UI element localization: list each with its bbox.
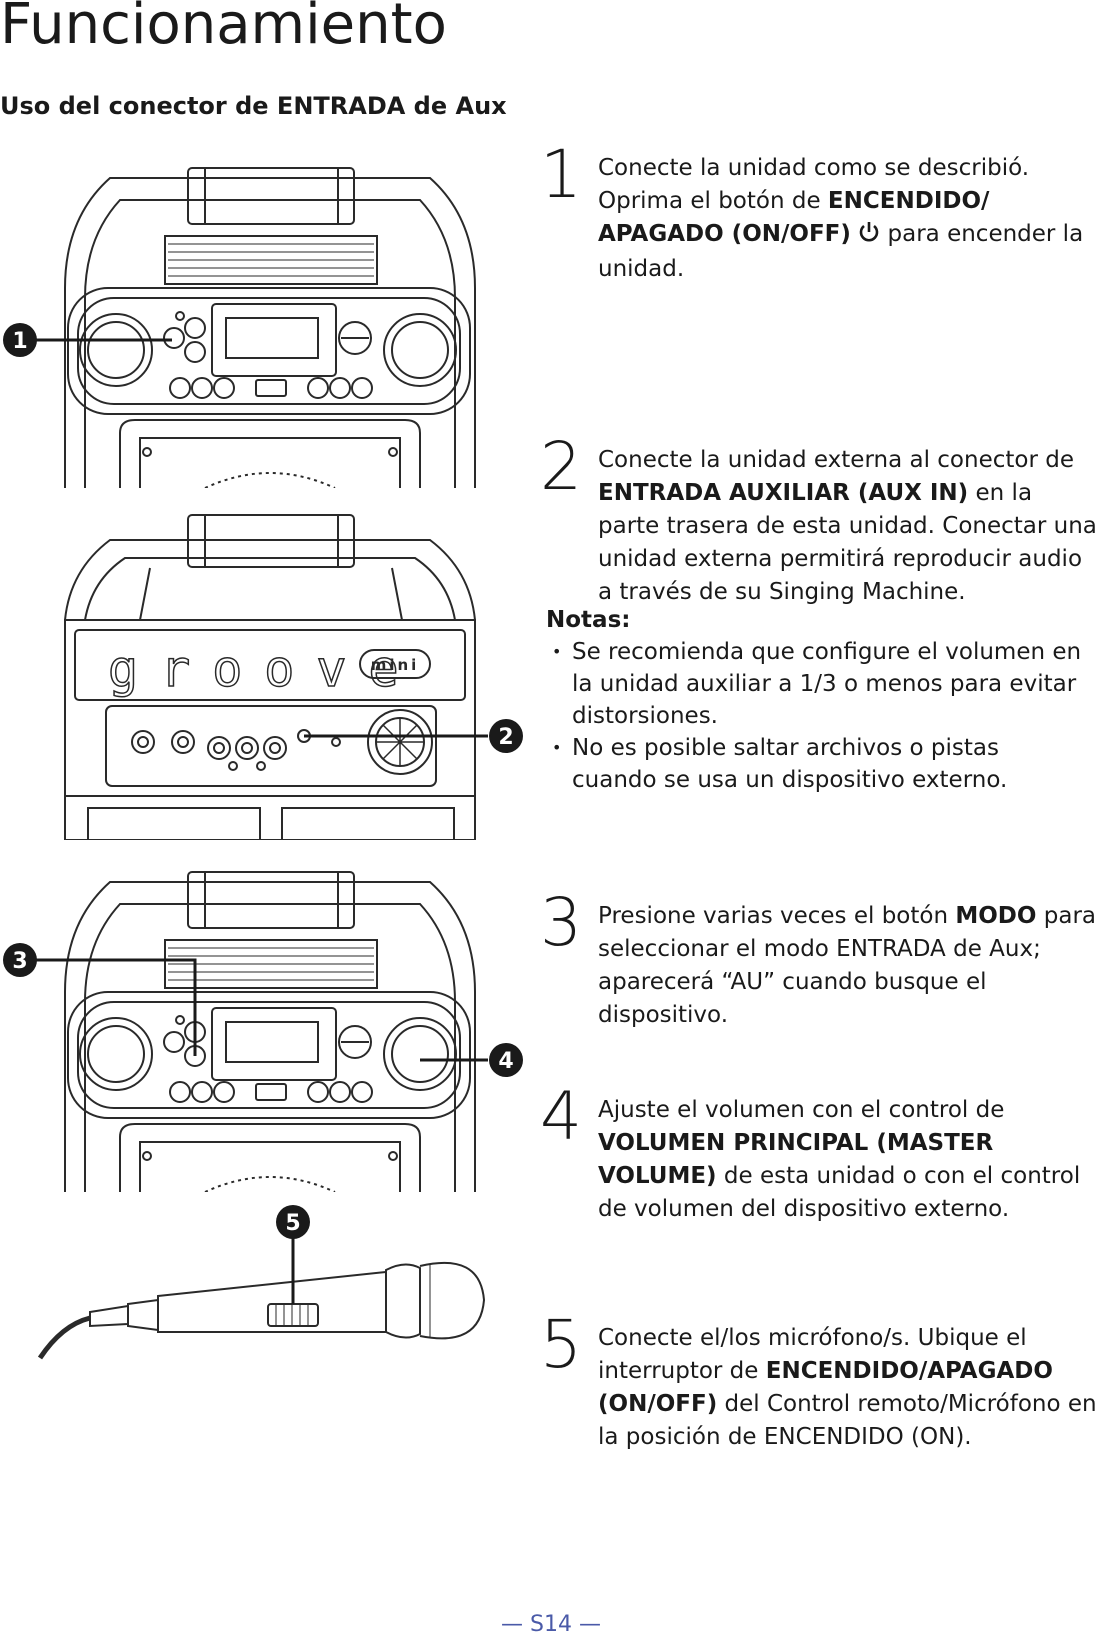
step-text-bold: ENCENDIDO/ APAGADO (ON/OFF) (598, 188, 990, 247)
step-text: Presione varias veces el botón MODO para… (598, 900, 1100, 1032)
figure-front-panel-2: 3 4 (3, 871, 523, 1192)
section-subtitle: Uso del conector de ENTRADA de Aux (0, 92, 507, 120)
brand-wordmark: groove (108, 640, 421, 698)
step-text: Conecte la unidad como se describió. Opr… (598, 152, 1100, 286)
page-title: Funcionamiento (0, 0, 447, 57)
step-text-bold: ENCENDIDO/APAGADO (ON/OFF) (598, 1358, 1053, 1417)
callout-2-label: 2 (498, 725, 513, 750)
callout-4 (489, 1043, 523, 1077)
brand-badge-frame (359, 649, 431, 679)
step-text: Ajuste el volumen con el control de VOLU… (598, 1094, 1100, 1226)
callout-3-label: 3 (12, 949, 27, 974)
notes-list: Se recomienda que configure el volumen e… (546, 636, 1086, 796)
callout-1-label: 1 (12, 329, 27, 354)
step-4: 4 Ajuste el volumen con el control de VO… (540, 1084, 1100, 1226)
figure-front-panel-1: 1 (3, 167, 476, 488)
callout-1 (3, 323, 37, 357)
step-5: 5 Conecte el/los micrófono/s. Ubique el … (540, 1312, 1100, 1454)
step-text-part: Ajuste el volumen con el control de (598, 1097, 1005, 1123)
list-item: Se recomienda que configure el volumen e… (546, 636, 1086, 732)
callout-5 (276, 1205, 310, 1239)
step-text-part: en la parte trasera de esta unidad. Cone… (598, 480, 1097, 605)
step-text-part: Conecte la unidad como se describió. Opr… (598, 155, 1030, 214)
step-3: 3 Presione varias veces el botón MODO pa… (540, 890, 1100, 1032)
step-number: 3 (540, 884, 582, 961)
brand-badge: mini (371, 656, 420, 674)
step-text: Conecte el/los micrófono/s. Ubique el in… (598, 1322, 1100, 1454)
step-text-part: del Control remoto/Micrófono en la posic… (598, 1391, 1097, 1450)
notes-title: Notas: (546, 607, 631, 633)
step-text-part: Conecte la unidad externa al conector de (598, 447, 1074, 473)
callout-3 (3, 943, 37, 977)
list-item: No es posible saltar archivos o pistas c… (546, 732, 1086, 796)
step-number: 5 (540, 1306, 582, 1383)
step-text: Conecte la unidad externa al conector de… (598, 444, 1100, 609)
callout-4-label: 4 (498, 1049, 513, 1074)
notes-block: Notas: Se recomienda que configure el vo… (546, 604, 1086, 796)
step-number: 4 (540, 1078, 582, 1155)
step-text-part: para encender la unidad. (598, 221, 1084, 282)
step-2: 2 Conecte la unidad externa al conector … (540, 434, 1100, 609)
step-text-part: Presione varias veces el botón (598, 903, 956, 929)
step-text-bold: ENTRADA AUXILIAR (AUX IN) (598, 480, 969, 506)
callout-2 (489, 719, 523, 753)
figure-microphone: 5 (37, 1205, 486, 1360)
step-text-part: de esta unidad o con el control de volum… (598, 1163, 1081, 1222)
step-text-part: para seleccionar el modo ENTRADA de Aux;… (598, 903, 1096, 1028)
step-1: 1 Conecte la unidad como se describió. O… (540, 142, 1100, 286)
power-icon (858, 220, 880, 253)
callout-5-label: 5 (285, 1211, 300, 1236)
step-number: 2 (540, 428, 582, 505)
step-text-part: Conecte el/los micrófono/s. Ubique el in… (598, 1325, 1027, 1384)
step-number: 1 (540, 136, 582, 213)
figure-back-panel: groove mini 2 (64, 514, 523, 840)
step-text-bold: VOLUMEN PRINCIPAL (MASTER VOLUME) (598, 1130, 994, 1189)
step-text-bold: MODO (955, 903, 1037, 929)
page-number: — S14 — (501, 1612, 601, 1637)
